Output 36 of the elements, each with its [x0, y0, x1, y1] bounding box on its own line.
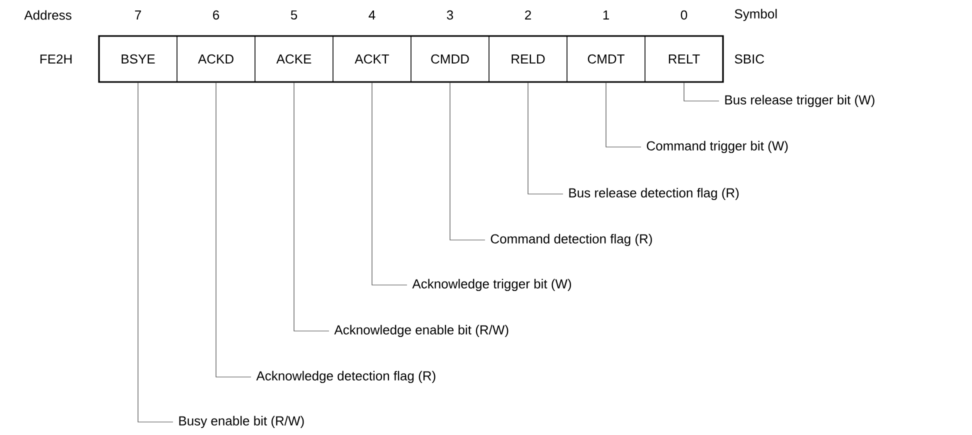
leader-line	[294, 82, 330, 332]
bit-description: Bus release detection flag (R)	[569, 188, 739, 200]
register-cell: ACKT	[332, 36, 412, 82]
bit-description: Acknowledge detection flag (R)	[256, 370, 436, 384]
column-header: 6	[213, 10, 220, 20]
column-header: Address	[24, 10, 72, 20]
leader-line	[528, 82, 564, 194]
leader-line	[606, 82, 642, 148]
node-label: BSYE	[122, 54, 155, 64]
bit-description: Command trigger bit (W)	[646, 140, 788, 154]
register-cell: ACKE	[254, 36, 334, 82]
column-header: Symbol	[734, 8, 777, 22]
leader-line	[684, 82, 720, 102]
column-header: 5	[290, 10, 298, 20]
column-header: 1	[603, 10, 609, 20]
register-cell: CMDT	[566, 36, 646, 82]
leader-line	[372, 82, 408, 286]
bit-description: Busy enable bit (R/W)	[179, 416, 304, 428]
leader-line	[450, 82, 486, 240]
bit-description: Acknowledge enable bit (R/W)	[334, 324, 508, 338]
column-header: 7	[135, 10, 141, 20]
leader-line	[138, 82, 174, 422]
column-header: 4	[368, 10, 376, 20]
bit-description: Acknowledge trigger bit (W)	[412, 278, 572, 292]
column-header: 2	[525, 10, 531, 20]
bit-description: Bus release trigger bit (W)	[725, 94, 874, 108]
symbol-label: SBIC	[734, 54, 764, 64]
leader-line	[216, 82, 252, 378]
register-cell: CMDD	[410, 36, 490, 82]
register-cell: RELD	[488, 36, 568, 82]
register-cell: ACKD	[176, 36, 256, 82]
column-header: 3	[446, 10, 454, 20]
bit-description: Command detection flag (R)	[490, 234, 652, 246]
column-header: 0	[680, 10, 688, 20]
register-cell: RELT	[644, 36, 724, 82]
address-label: FE2H	[40, 54, 72, 64]
